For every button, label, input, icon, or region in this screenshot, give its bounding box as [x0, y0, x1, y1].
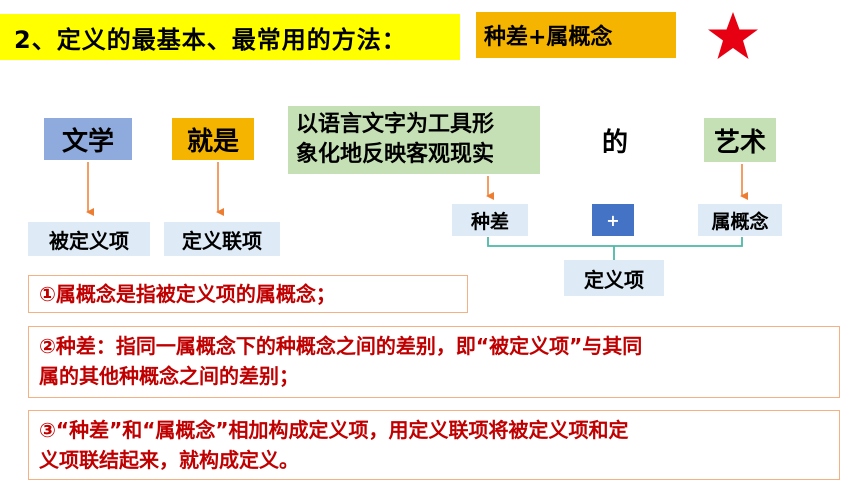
note-2: ②种差：指同一属概念下的种概念之间的差别，即“被定义项”与其同 属的其他种概念之… [28, 326, 840, 398]
method-badge: 种差+属概念 [476, 12, 676, 58]
label-zhongcha: 种差 [452, 204, 528, 236]
note-3-line-1: ③“种差”和“属概念”相加构成定义项，用定义联项将被定义项和定 [39, 418, 629, 442]
label-beidingyixiang: 被定义项 [28, 222, 150, 256]
label-dingyixiang: 定义项 [564, 260, 664, 296]
note-3: ③“种差”和“属概念”相加构成定义项，用定义联项将被定义项和定 义项联结起来，就… [28, 410, 840, 480]
note-3-line-2: 义项联结起来，就构成定义。 [39, 448, 299, 472]
label-dingyilianxiang: 定义联项 [164, 222, 280, 256]
word-de: 的 [590, 118, 640, 162]
star-icon [708, 12, 758, 59]
word-yishu: 艺术 [704, 118, 776, 162]
page-title: 2、定义的最基本、最常用的方法： [0, 14, 460, 60]
word-wenxue: 文学 [44, 118, 132, 160]
word-phrase: 以语言文字为工具形 象化地反映客观现实 [288, 106, 540, 174]
word-jiushi: 就是 [172, 118, 254, 160]
definiens-bracket [487, 237, 743, 247]
note-2-line-2: 属的其他种概念之间的差别； [39, 364, 299, 388]
note-2-line-1: ②种差：指同一属概念下的种概念之间的差别，即“被定义项”与其同 [39, 334, 643, 358]
phrase-line-2: 象化地反映客观现实 [296, 142, 495, 167]
plus-badge: + [592, 204, 634, 236]
label-shugainian: 属概念 [698, 204, 782, 236]
phrase-line-1: 以语言文字为工具形 [296, 112, 495, 137]
note-1: ①属概念是指被定义项的属概念； [28, 275, 468, 313]
